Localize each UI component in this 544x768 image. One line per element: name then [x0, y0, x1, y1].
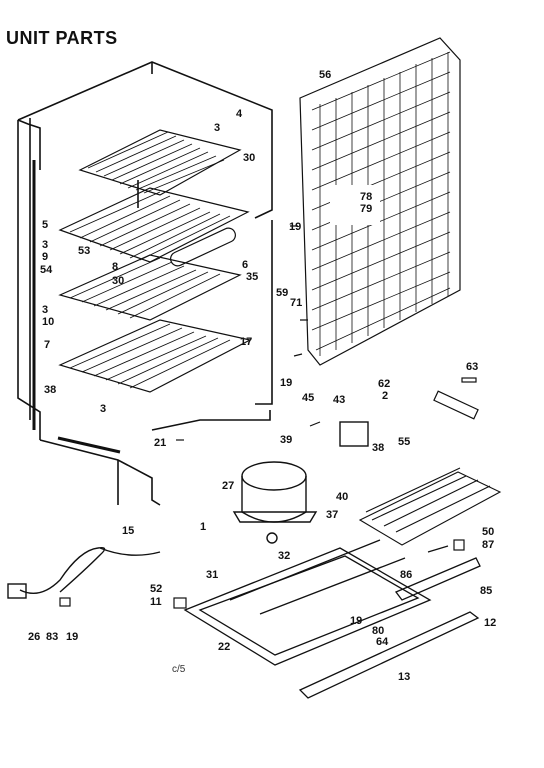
part-label: 55	[398, 436, 410, 448]
part-label: 6	[242, 259, 248, 271]
part-label: 78	[360, 191, 372, 203]
part-label: 45	[302, 392, 314, 404]
part-label: 63	[466, 361, 478, 373]
part-label: 3	[214, 122, 220, 134]
part-label: 21	[154, 437, 166, 449]
part-label: 40	[336, 491, 348, 503]
part-label: 80	[372, 625, 384, 637]
part-label: 37	[326, 509, 338, 521]
part-label: 56	[319, 69, 331, 81]
part-label: 3	[100, 403, 106, 415]
part-label: 3	[42, 304, 48, 316]
part-label: 87	[482, 539, 494, 551]
part-label: 35	[246, 271, 258, 283]
part-label: 85	[480, 585, 492, 597]
part-label: 10	[42, 316, 54, 328]
part-label: 4	[236, 108, 243, 120]
part-label: 11	[150, 596, 162, 608]
part-label: 31	[206, 569, 218, 581]
part-label: 71	[290, 297, 302, 309]
part-label: 19	[289, 221, 301, 233]
part-label: 30	[243, 152, 255, 164]
part-label: 17	[240, 336, 252, 348]
part-label: 27	[222, 480, 234, 492]
part-label: 12	[484, 617, 496, 629]
part-label: 64	[376, 636, 389, 648]
part-label: 19	[280, 377, 292, 389]
part-label: 1	[200, 521, 206, 533]
cabinet-outline	[17, 61, 273, 506]
evaporator-shelves	[58, 129, 252, 393]
page-title: UNIT PARTS	[6, 28, 118, 48]
part-label: 39	[280, 434, 292, 446]
part-label: 38	[372, 442, 384, 454]
part-label: 5	[42, 219, 48, 231]
part-label: 22	[218, 641, 230, 653]
part-label: 54	[40, 264, 53, 276]
part-label: 7	[44, 339, 50, 351]
part-label: 59	[276, 287, 288, 299]
part-label: 32	[278, 550, 290, 562]
condenser	[299, 37, 461, 366]
part-label: 19	[350, 615, 362, 627]
part-label: 50	[482, 526, 494, 538]
part-label: 8	[112, 261, 118, 273]
base-frame	[183, 539, 481, 699]
part-label: 19	[66, 631, 78, 643]
part-label: 43	[333, 394, 345, 406]
part-label: 2	[382, 390, 388, 402]
part-label: 3	[42, 239, 48, 251]
footer-code: c/5	[172, 664, 186, 675]
part-label: 79	[360, 203, 372, 215]
power-cord	[7, 546, 161, 599]
hardware-parts	[59, 225, 479, 609]
part-label: 38	[44, 384, 56, 396]
drain-pan	[358, 467, 502, 546]
part-labels: 3 4 30 56 5 78 79 19 3 9 53 8 6 35 54 30…	[28, 69, 496, 683]
part-label: 13	[398, 671, 410, 683]
part-label: 52	[150, 583, 162, 595]
part-label: 62	[378, 378, 390, 390]
compressor	[232, 421, 369, 544]
part-label: 15	[122, 525, 134, 537]
part-label: 53	[78, 245, 90, 257]
part-label: 26	[28, 631, 40, 643]
part-label: 30	[112, 275, 124, 287]
part-label: 9	[42, 251, 48, 263]
part-label: 83	[46, 631, 58, 643]
part-label: 86	[400, 569, 412, 581]
